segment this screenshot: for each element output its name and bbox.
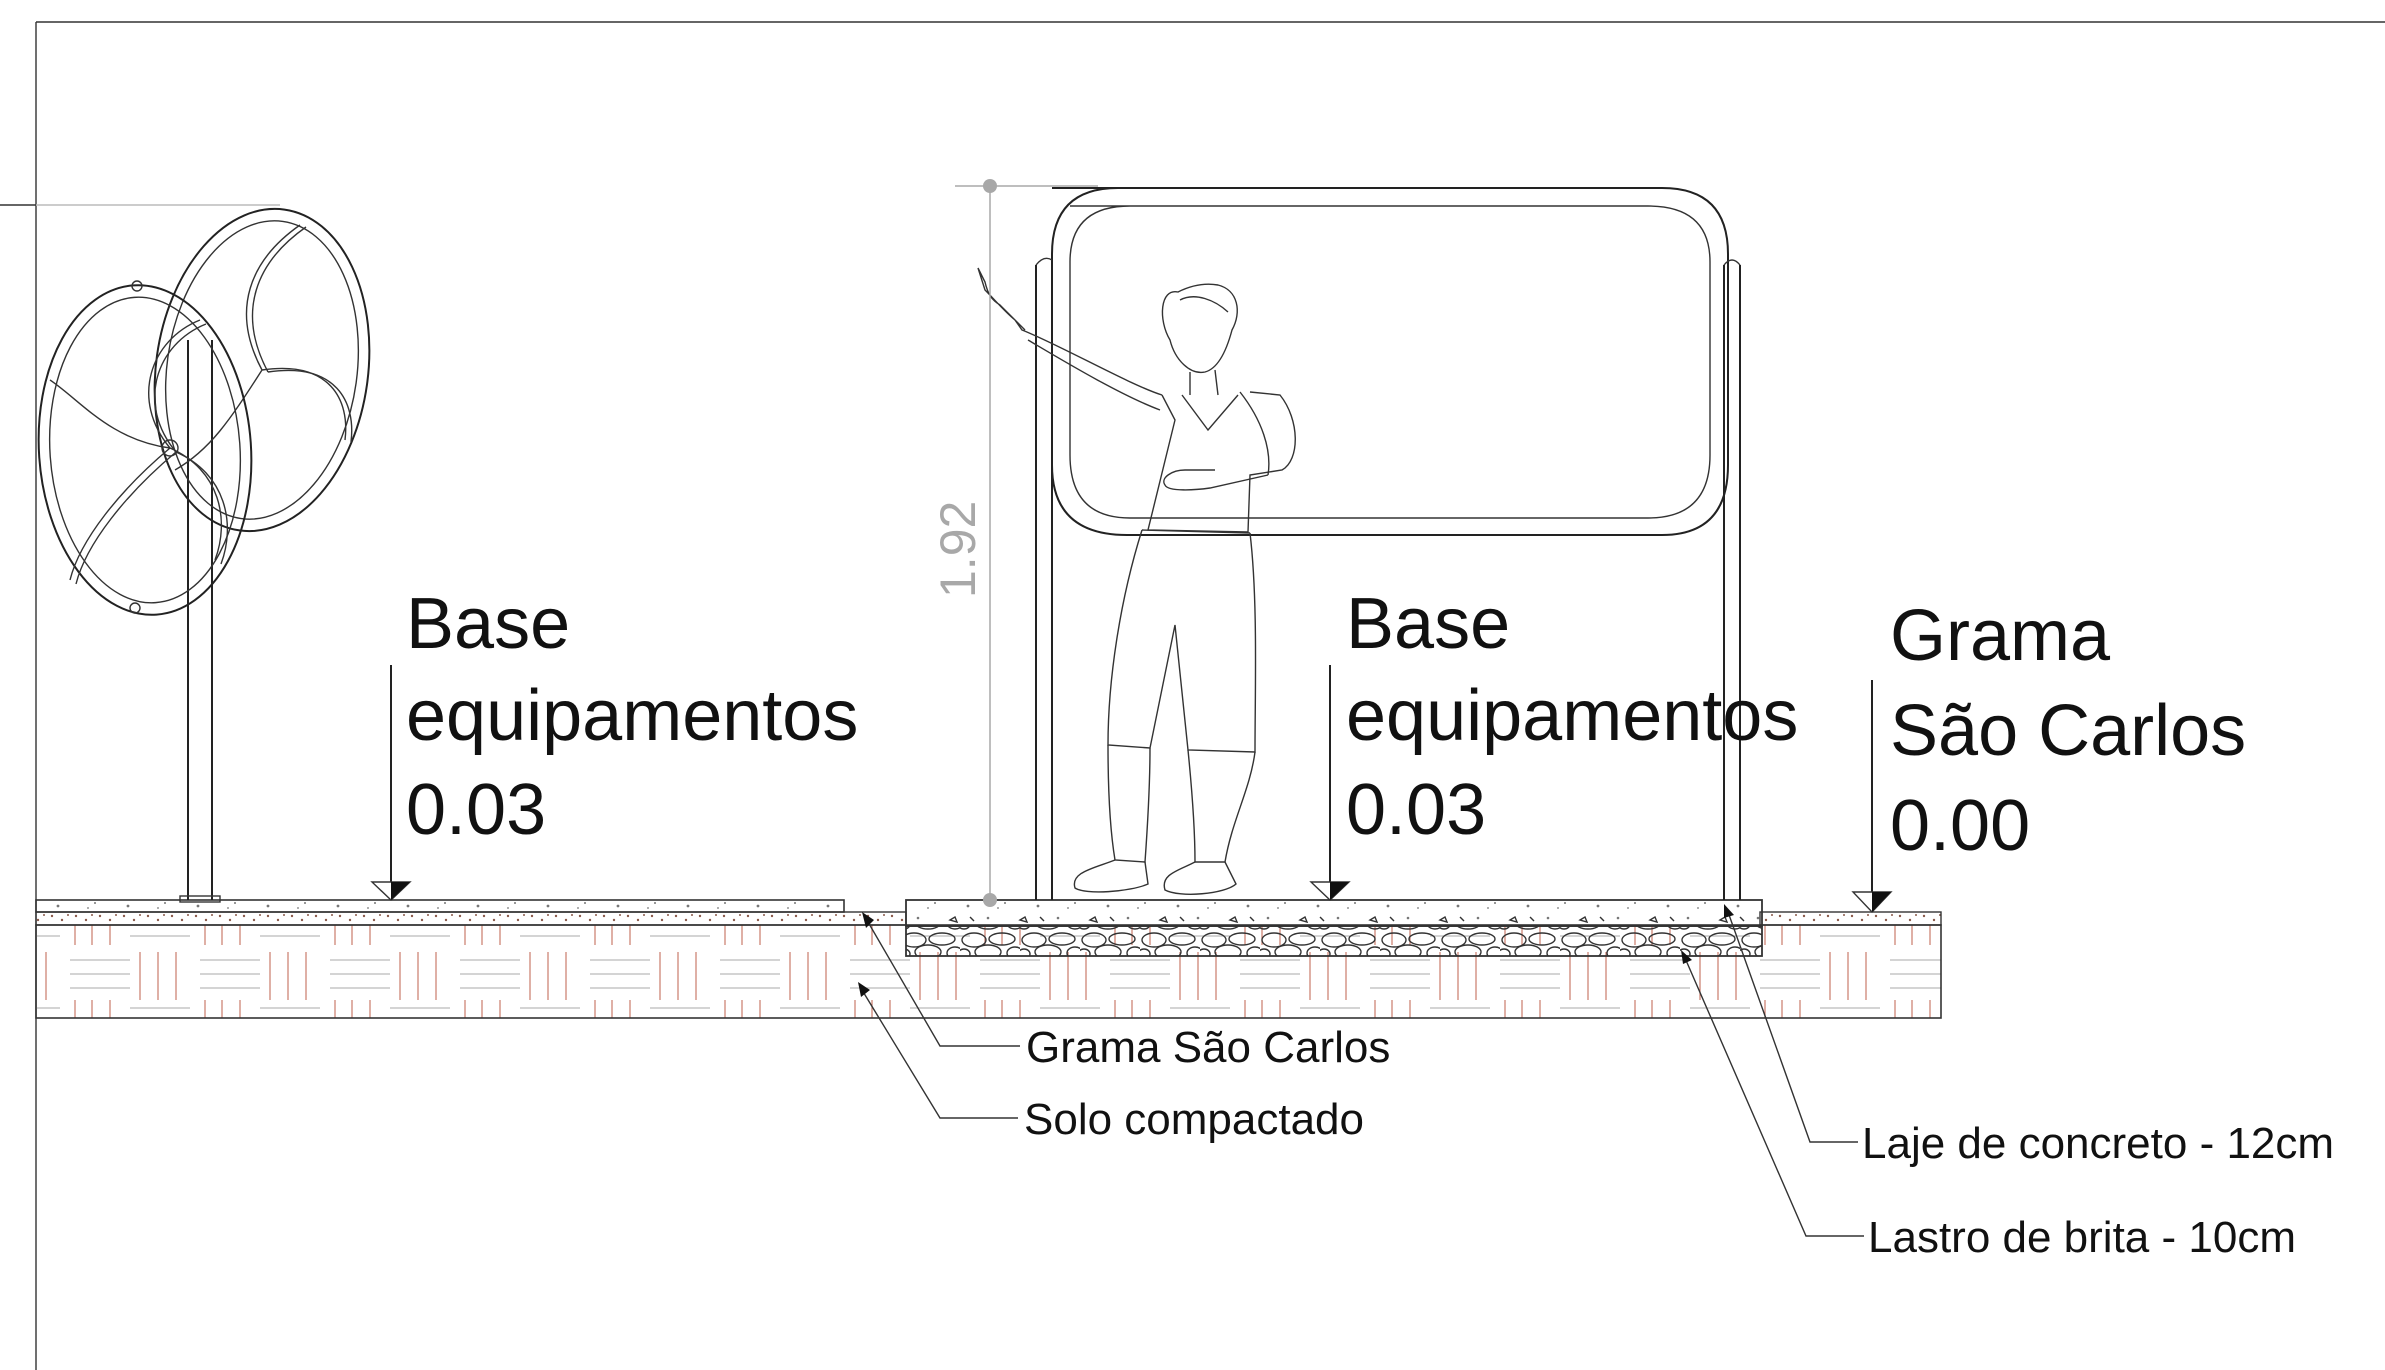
callout-grama: Grama São Carlos	[862, 912, 1390, 1072]
level-value: 0.00	[1890, 786, 2030, 866]
callout-solo: Solo compactado	[858, 982, 1364, 1144]
height-dimension: 1.92	[930, 179, 1098, 907]
panel-equipment	[1035, 187, 1741, 900]
wheel-equipment	[36, 204, 371, 903]
level-value: 0.03	[1346, 770, 1486, 850]
callout-grama-label: Grama São Carlos	[1026, 1023, 1390, 1072]
human-figure	[977, 267, 1296, 895]
left-equipment-base	[35, 899, 845, 913]
callout-lastro-label: Lastro de brita - 10cm	[1868, 1213, 2296, 1262]
level-marker-left: Base equipamentos 0.03	[370, 584, 858, 901]
callout-solo-label: Solo compactado	[1024, 1095, 1364, 1144]
dimension-value: 1.92	[930, 501, 986, 598]
callout-laje: Laje de concreto - 12cm	[1724, 904, 2334, 1168]
level-title-line2: equipamentos	[406, 676, 858, 756]
level-value: 0.03	[406, 770, 546, 850]
center-equipment-base	[905, 899, 1763, 957]
level-title-line1: Grama	[1890, 596, 2111, 676]
level-title-line2: São Carlos	[1890, 691, 2246, 771]
level-title-line1: Base	[406, 584, 570, 664]
callout-lastro: Lastro de brita - 10cm	[1681, 950, 2296, 1262]
level-title-line2: equipamentos	[1346, 676, 1798, 756]
level-marker-center: Base equipamentos 0.03	[1309, 584, 1798, 901]
level-title-line1: Base	[1346, 584, 1510, 664]
level-marker-right: Grama São Carlos 0.00	[1851, 596, 2246, 914]
sheet-frame	[0, 21, 2385, 1370]
callout-laje-label: Laje de concreto - 12cm	[1862, 1119, 2334, 1168]
